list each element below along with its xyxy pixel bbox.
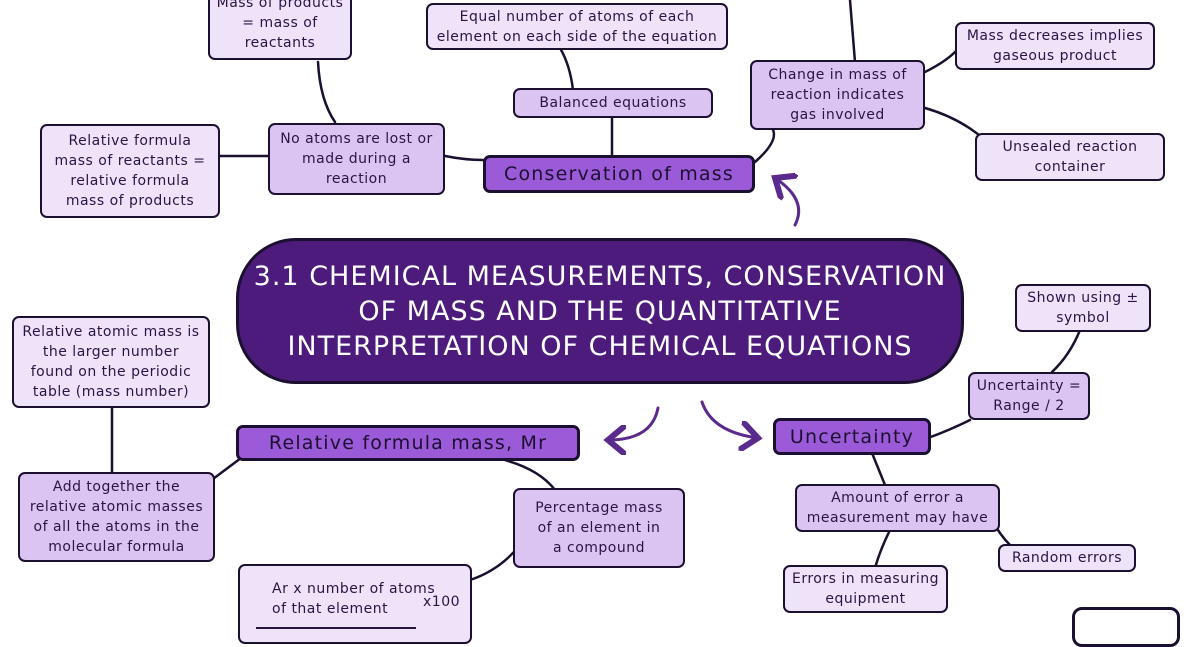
- heading-conservation-of-mass: Conservation of mass: [483, 155, 755, 193]
- formula-multiplier: x100: [423, 594, 461, 610]
- formula-division-line: [256, 627, 416, 629]
- node-mass-of-products: Mass of products = mass of reactants: [208, 0, 352, 60]
- node-random-errors: Random errors: [998, 544, 1136, 572]
- line-noatoms-masspro: [316, 60, 337, 124]
- line-change-massdec: [923, 50, 957, 74]
- line-change-top: [848, 0, 857, 64]
- corner-badge: [1072, 607, 1180, 647]
- line-conservation-change: [753, 126, 776, 164]
- node-no-atoms-lost: No atoms are lost or made during a react…: [268, 123, 445, 195]
- arrow-to-rfm: [608, 406, 660, 440]
- arrow-to-uncertainty: [700, 400, 758, 438]
- line-range-shown: [1050, 328, 1082, 374]
- line-rfm-percentage: [503, 458, 557, 492]
- line-uncertainty-range: [926, 418, 972, 440]
- node-uncertainty-range: Uncertainty = Range / 2: [968, 372, 1090, 420]
- heading-uncertainty: Uncertainty: [773, 418, 931, 455]
- node-amount-of-error: Amount of error a measurement may have: [795, 484, 1000, 532]
- formula-numerator: Ar x number of atoms of that element: [272, 581, 436, 617]
- node-balanced-equations: Balanced equations: [513, 88, 713, 118]
- line-noatoms-conservation: [443, 154, 485, 162]
- node-add-together: Add together the relative atomic masses …: [18, 472, 215, 562]
- line-uncertainty-amount: [870, 451, 887, 487]
- node-percentage-mass: Percentage mass of an element in a compo…: [513, 488, 685, 568]
- node-shown-using: Shown using ± symbol: [1015, 284, 1151, 332]
- node-unsealed-container: Unsealed reaction container: [975, 133, 1165, 181]
- node-measuring-equipment: Errors in measuring equipment: [783, 565, 948, 613]
- node-equal-atoms: Equal number of atoms of each element on…: [426, 3, 728, 50]
- line-balanced-equal: [558, 46, 575, 92]
- node-change-in-mass: Change in mass of reaction indicates gas…: [750, 60, 925, 130]
- main-title: 3.1 CHEMICAL MEASUREMENTS, CONSERVATION …: [236, 238, 964, 384]
- node-mass-decreases: Mass decreases implies gaseous product: [955, 22, 1155, 70]
- arrow-to-conservation: [775, 178, 801, 227]
- line-amount-equipment: [873, 528, 892, 570]
- node-rfm-reactants: Relative formula mass of reactants = rel…: [40, 124, 220, 218]
- heading-relative-formula-mass: Relative formula mass, Mr: [236, 425, 580, 461]
- node-relative-atomic-mass: Relative atomic mass is the larger numbe…: [12, 316, 210, 408]
